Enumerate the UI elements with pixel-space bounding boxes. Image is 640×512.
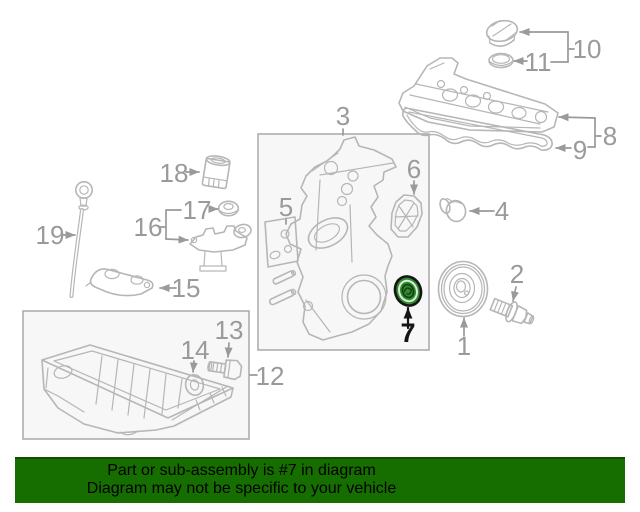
callout-17-label: 17 xyxy=(183,195,212,225)
callout-7-highlighted: 7 xyxy=(400,306,416,348)
callout-13-label: 13 xyxy=(215,315,244,345)
callout-10-label: 10 xyxy=(573,34,602,64)
callout-11: 11 xyxy=(513,47,569,77)
dipstick-part xyxy=(69,181,94,298)
callout-5: 5 xyxy=(279,192,293,225)
callout-18-label: 18 xyxy=(160,158,189,188)
banner-line-1: Part or sub-assembly is #7 in diagram xyxy=(107,462,376,479)
banner-line-2: Diagram may not be specific to your vehi… xyxy=(86,480,397,497)
oil-pan-subassembly-box xyxy=(22,310,250,440)
oil-pan-part xyxy=(41,344,234,436)
callout-4-label: 4 xyxy=(495,196,509,226)
timing-cover-part xyxy=(285,136,397,341)
callout-3-label: 3 xyxy=(336,101,350,131)
callout-2-label: 2 xyxy=(510,259,524,289)
crank-pulley-part xyxy=(437,260,489,318)
callout-16-label: 16 xyxy=(134,212,163,242)
callout-5-label: 5 xyxy=(279,192,293,222)
pulley-bolt-part xyxy=(489,297,535,325)
filter-grommet-part xyxy=(217,200,240,217)
drain-bolt-part xyxy=(207,359,243,381)
callout-18: 18 xyxy=(160,158,200,188)
callout-3: 3 xyxy=(336,101,350,136)
baffle-plate-part xyxy=(85,268,154,297)
timing-cover-subassembly-box xyxy=(257,133,430,351)
callout-14: 14 xyxy=(181,335,210,373)
highlight-banner: Part or sub-assembly is #7 in diagram Di… xyxy=(15,457,625,503)
oil-filter-part xyxy=(201,155,231,190)
callout-14-label: 14 xyxy=(181,335,210,365)
callout-9: 9 xyxy=(555,135,596,165)
crank-seal-highlighted-part xyxy=(393,275,423,307)
callout-1-label: 1 xyxy=(457,331,471,361)
callout-15-label: 15 xyxy=(172,273,201,303)
callout-2: 2 xyxy=(510,259,524,302)
callout-19-label: 19 xyxy=(36,220,65,250)
valve-cover-gasket-part xyxy=(402,107,553,151)
callout-7-label: 7 xyxy=(400,318,415,348)
callout-12-label: 12 xyxy=(256,361,285,391)
filler-cap-gasket-part xyxy=(488,52,514,69)
callout-17: 17 xyxy=(183,195,219,225)
sealing-plug-part xyxy=(439,197,467,223)
dowel-pins-part xyxy=(268,269,297,306)
callout-19: 19 xyxy=(36,220,76,250)
callout-1: 1 xyxy=(457,317,471,361)
callout-12: 12 xyxy=(249,361,285,391)
callout-10: 10 xyxy=(519,28,602,64)
callout-16: 16 xyxy=(134,209,189,244)
callout-6-label: 6 xyxy=(407,154,421,184)
oil-filter-base-part xyxy=(189,223,252,272)
callout-8: 8 xyxy=(558,113,617,151)
highlight-banner-text: Part or sub-assembly is #7 in diagram Di… xyxy=(15,459,468,498)
callout-4: 4 xyxy=(469,196,509,226)
oil-filler-cap-part xyxy=(485,19,519,47)
callout-6: 6 xyxy=(407,154,421,195)
drain-washer-part xyxy=(184,373,205,397)
callout-11-label: 11 xyxy=(525,47,552,77)
chain-case-gasket-part xyxy=(390,194,423,238)
callout-8-label: 8 xyxy=(603,121,617,151)
callout-15: 15 xyxy=(159,273,201,303)
callout-9-label: 9 xyxy=(573,135,587,165)
gasket-sheet-part xyxy=(264,216,299,268)
callout-13: 13 xyxy=(215,315,244,358)
